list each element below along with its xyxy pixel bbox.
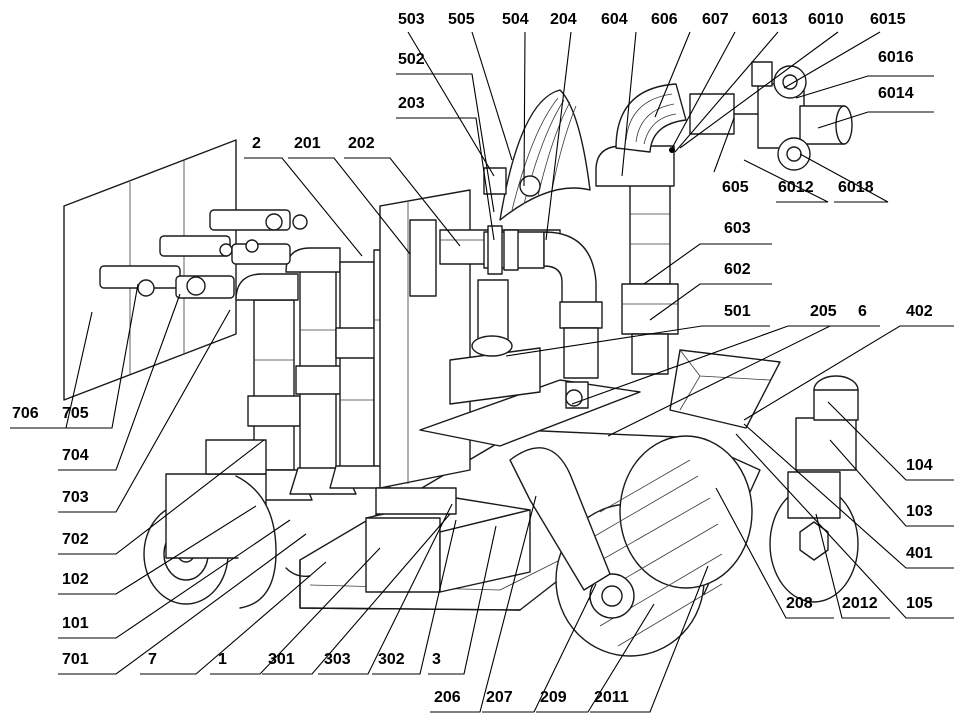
label-6015: 6015 [870, 11, 906, 28]
label-603: 603 [724, 220, 751, 237]
leader-line-505 [472, 32, 512, 160]
label-207: 207 [486, 689, 513, 706]
label-504: 504 [502, 11, 529, 28]
callout-2: 2 [244, 135, 362, 256]
label-1: 1 [218, 651, 227, 668]
label-201: 201 [294, 135, 321, 152]
label-3: 3 [432, 651, 441, 668]
label-6012: 6012 [778, 179, 814, 196]
callout-505: 505 [448, 11, 512, 160]
label-606: 606 [651, 11, 678, 28]
leader-line-2 [244, 158, 362, 256]
label-204: 204 [550, 11, 577, 28]
label-701: 701 [62, 651, 89, 668]
label-205: 205 [810, 303, 837, 320]
label-208: 208 [786, 595, 813, 612]
label-202: 202 [348, 135, 375, 152]
label-503: 503 [398, 11, 425, 28]
label-203: 203 [398, 95, 425, 112]
label-706: 706 [12, 405, 39, 422]
left-motor [144, 440, 276, 608]
right-wheel [770, 376, 858, 602]
label-704: 704 [62, 447, 89, 464]
label-101: 101 [62, 615, 89, 632]
label-501: 501 [724, 303, 751, 320]
label-602: 602 [724, 261, 751, 278]
label-702: 702 [62, 531, 89, 548]
label-705: 705 [62, 405, 89, 422]
hopper [670, 350, 780, 428]
label-103: 103 [906, 503, 933, 520]
label-2011: 2011 [594, 689, 629, 706]
label-2: 2 [252, 135, 261, 152]
label-102: 102 [62, 571, 89, 588]
top-right-assembly [669, 62, 852, 170]
label-303: 303 [324, 651, 351, 668]
fan-504 [484, 90, 590, 220]
label-401: 401 [906, 545, 933, 562]
label-302: 302 [378, 651, 405, 668]
label-6018: 6018 [838, 179, 874, 196]
label-402: 402 [906, 303, 933, 320]
label-6016: 6016 [878, 49, 914, 66]
label-206: 206 [434, 689, 461, 706]
label-2012: 2012 [842, 595, 878, 612]
label-505: 505 [448, 11, 475, 28]
callout-503: 503 [398, 11, 494, 176]
label-7: 7 [148, 651, 157, 668]
label-104: 104 [906, 457, 933, 474]
label-301: 301 [268, 651, 295, 668]
label-605: 605 [722, 179, 749, 196]
label-502: 502 [398, 51, 425, 68]
label-6013: 6013 [752, 11, 788, 28]
label-105: 105 [906, 595, 933, 612]
label-607: 607 [702, 11, 729, 28]
label-604: 604 [601, 11, 628, 28]
callout-502: 502 [396, 51, 494, 212]
label-6: 6 [858, 303, 867, 320]
leader-line-6015 [784, 32, 880, 88]
label-209: 209 [540, 689, 567, 706]
label-6014: 6014 [878, 85, 914, 102]
label-703: 703 [62, 489, 89, 506]
label-6010: 6010 [808, 11, 844, 28]
